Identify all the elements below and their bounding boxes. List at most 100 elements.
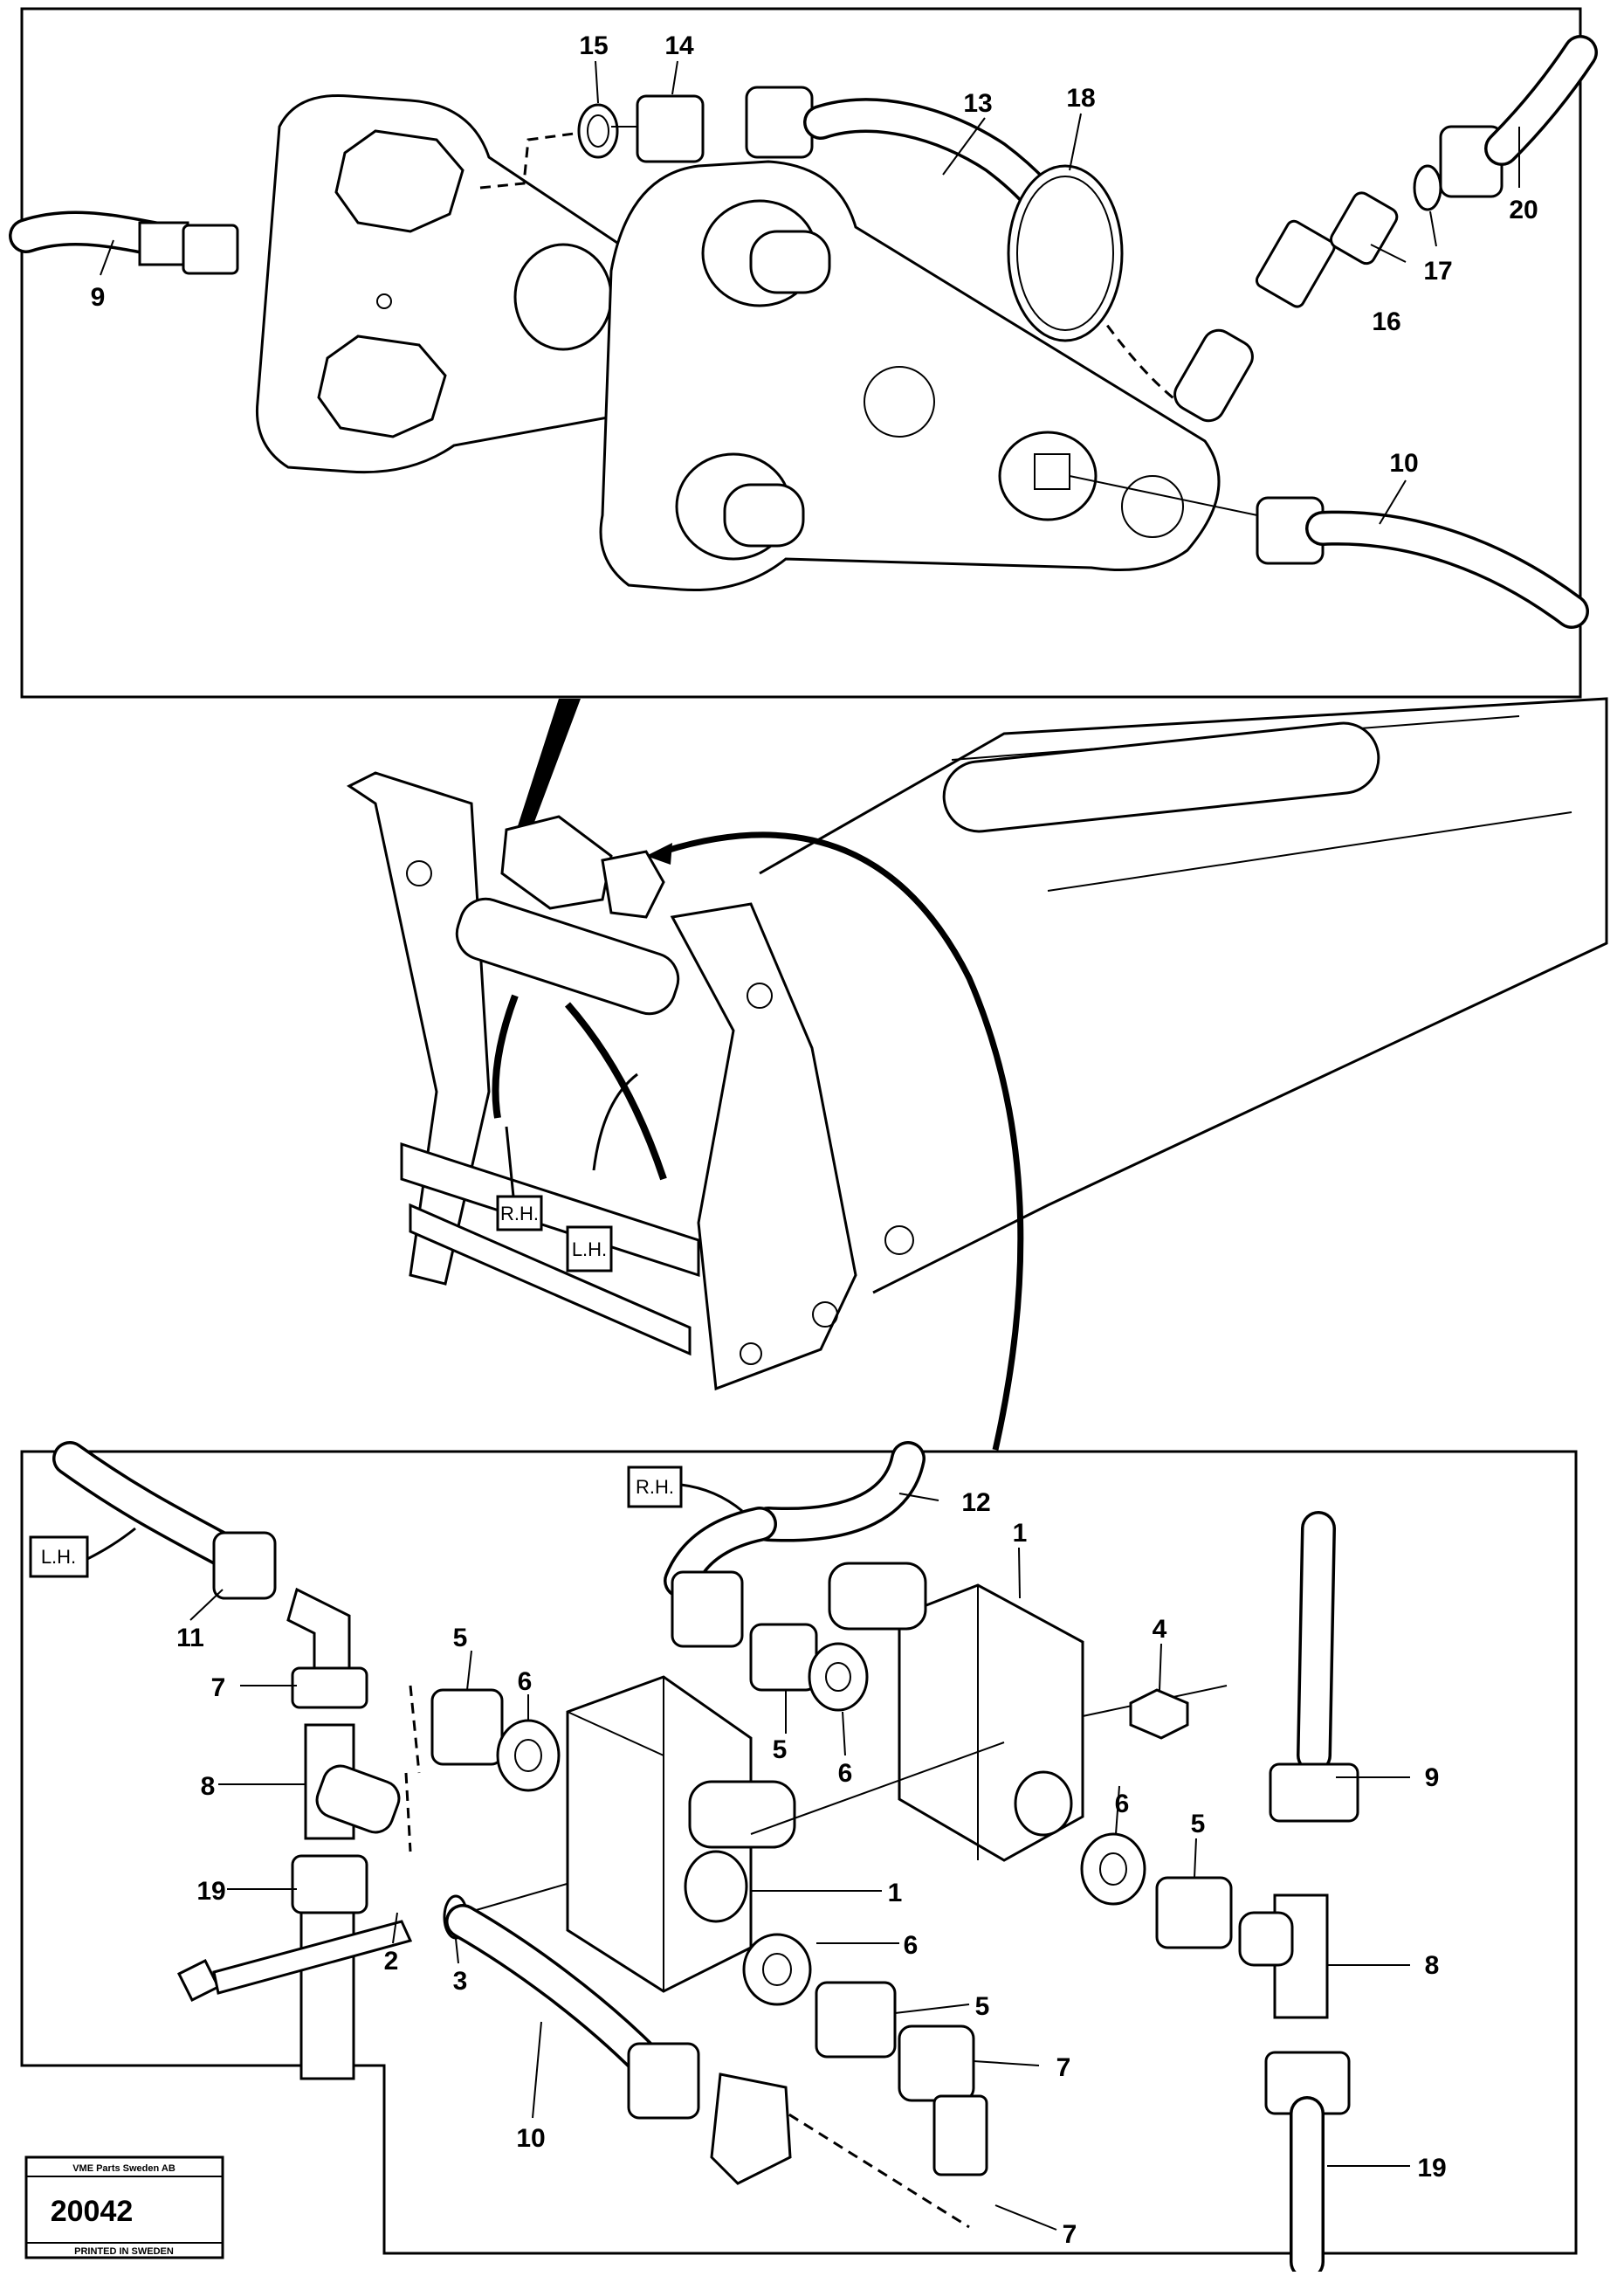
tag-rh-bottom — [627, 1466, 683, 1508]
nut-4 — [1129, 1688, 1189, 1740]
tag-lh-bottom — [29, 1535, 89, 1578]
elbow-7-lower-stem — [932, 2094, 988, 2176]
label-7-lower: 7 — [1056, 2053, 1071, 2082]
label-16: 16 — [1372, 307, 1400, 336]
bolt-2-head — [176, 1958, 221, 2003]
back-plate-boss — [513, 243, 613, 351]
stamp-frame — [24, 2155, 224, 2259]
tag-lh-bottom-text: L.H. — [41, 1546, 76, 1568]
label-12: 12 — [961, 1488, 990, 1517]
tag-lh-middle-text: L.H. — [572, 1238, 607, 1260]
right-side-plate — [670, 902, 857, 1391]
hydraulic-cylinder — [455, 897, 680, 1016]
assembly-dashed-line-top — [479, 129, 595, 190]
front-plate-port — [998, 431, 1098, 521]
tag-rh-middle-text: R.H. — [500, 1203, 539, 1224]
front-plate-nipple — [1034, 453, 1070, 490]
label-11: 11 — [176, 1624, 204, 1652]
top-detail-panel: 15 14 13 18 20 17 16 10 9 — [9, 7, 1598, 699]
label-3: 3 — [453, 1967, 468, 1996]
front-plate-stud-upper — [749, 230, 831, 294]
stamp-company: VME Parts Sweden AB — [72, 2163, 175, 2174]
plate-hex-bolt-lower — [317, 335, 447, 438]
washer-6-right — [1080, 1832, 1146, 1906]
fitting-16 — [1255, 219, 1336, 308]
elbow-7-lower — [898, 2024, 975, 2102]
front-plate-hole — [1121, 475, 1184, 538]
label-17: 17 — [1423, 257, 1452, 286]
valve-plate-small — [601, 850, 665, 919]
label-10-bottom: 10 — [516, 2124, 545, 2153]
bolt-2 — [212, 1920, 413, 1995]
label-7-bottom: 7 — [1063, 2220, 1077, 2249]
hose-16-end — [1173, 328, 1254, 423]
lower-crossbar — [409, 1203, 692, 1356]
valve-1-right-fitting — [828, 1562, 927, 1631]
washer-17 — [1413, 164, 1442, 211]
bottom-detail-panel: L.H. R.H. — [20, 1441, 1578, 2276]
overview-loader-frame: R.H. L.H. — [347, 697, 1608, 1451]
label-1-left: 1 — [888, 1879, 903, 1907]
label-6-upper: 6 — [838, 1759, 853, 1788]
tag-rh-middle — [496, 1195, 543, 1231]
hose-13-nut — [745, 86, 814, 159]
label-19-left: 19 — [196, 1877, 225, 1906]
washer-6-upper — [808, 1642, 869, 1712]
label-20: 20 — [1509, 196, 1538, 224]
label-7-left: 7 — [211, 1673, 226, 1702]
label-6-left: 6 — [518, 1667, 533, 1696]
front-plate-stud-lower — [723, 483, 805, 548]
label-8-left: 8 — [201, 1772, 216, 1801]
washer-6-lower — [742, 1933, 812, 2006]
label-15: 15 — [579, 31, 608, 60]
pointer-wedge — [515, 699, 581, 838]
hose-9-nut — [182, 224, 239, 275]
label-14: 14 — [664, 31, 694, 60]
hose-12-nut — [671, 1570, 744, 1648]
hose-10-bottom-nut — [627, 2042, 700, 2120]
tag-rh-bottom-text: R.H. — [636, 1476, 674, 1498]
label-1-right: 1 — [1013, 1519, 1028, 1548]
label-9-bottom: 9 — [1425, 1763, 1440, 1792]
left-side-plate — [347, 771, 491, 1286]
hose-9-ferrule — [138, 221, 189, 266]
washer-6-left — [496, 1719, 561, 1792]
plate-hex-bolt-upper — [334, 129, 464, 233]
connection-line-10 — [1069, 475, 1258, 516]
label-5-right: 5 — [1191, 1810, 1206, 1838]
o-ring-18 — [1007, 164, 1124, 342]
label-5-lower: 5 — [975, 1992, 990, 2021]
hose-9-bottom-nut — [1269, 1762, 1359, 1823]
union-5-upper — [749, 1623, 818, 1692]
hose-11-nut — [212, 1531, 277, 1600]
stamp-printed: PRINTED IN SWEDEN — [74, 2246, 174, 2257]
valve-1-left-fitting — [688, 1780, 796, 1849]
tee-8-left-branch — [315, 1764, 401, 1834]
boom-crossbar — [942, 721, 1380, 833]
label-4: 4 — [1153, 1615, 1167, 1644]
bottom-panel-frame — [20, 1450, 1578, 2255]
tee-8-right-branch — [1238, 1911, 1294, 1967]
label-8-right: 8 — [1425, 1951, 1440, 1980]
parts-stamp: VME Parts Sweden AB 20042 PRINTED IN SWE… — [24, 2155, 224, 2259]
back-plate-hole — [376, 293, 392, 309]
valve-1-left-port — [684, 1850, 748, 1923]
nut-7-left — [291, 1666, 368, 1709]
stamp-number: 20042 — [51, 2195, 134, 2228]
label-6-lower: 6 — [904, 1931, 919, 1960]
label-9-top: 9 — [91, 283, 106, 312]
nut-16 — [1330, 191, 1399, 266]
union-5-left — [430, 1688, 504, 1766]
front-plate-recess — [864, 366, 935, 438]
detail-curve-arrow — [662, 831, 1024, 1451]
elbow-7-left — [286, 1587, 351, 1670]
top-panel-frame — [20, 7, 1582, 699]
label-2: 2 — [384, 1947, 399, 1976]
union-5-lower — [815, 1981, 897, 2059]
union-5-right — [1155, 1876, 1233, 1949]
label-13: 13 — [963, 89, 992, 118]
label-5-upper: 5 — [773, 1735, 788, 1764]
label-10-top: 10 — [1389, 449, 1418, 478]
